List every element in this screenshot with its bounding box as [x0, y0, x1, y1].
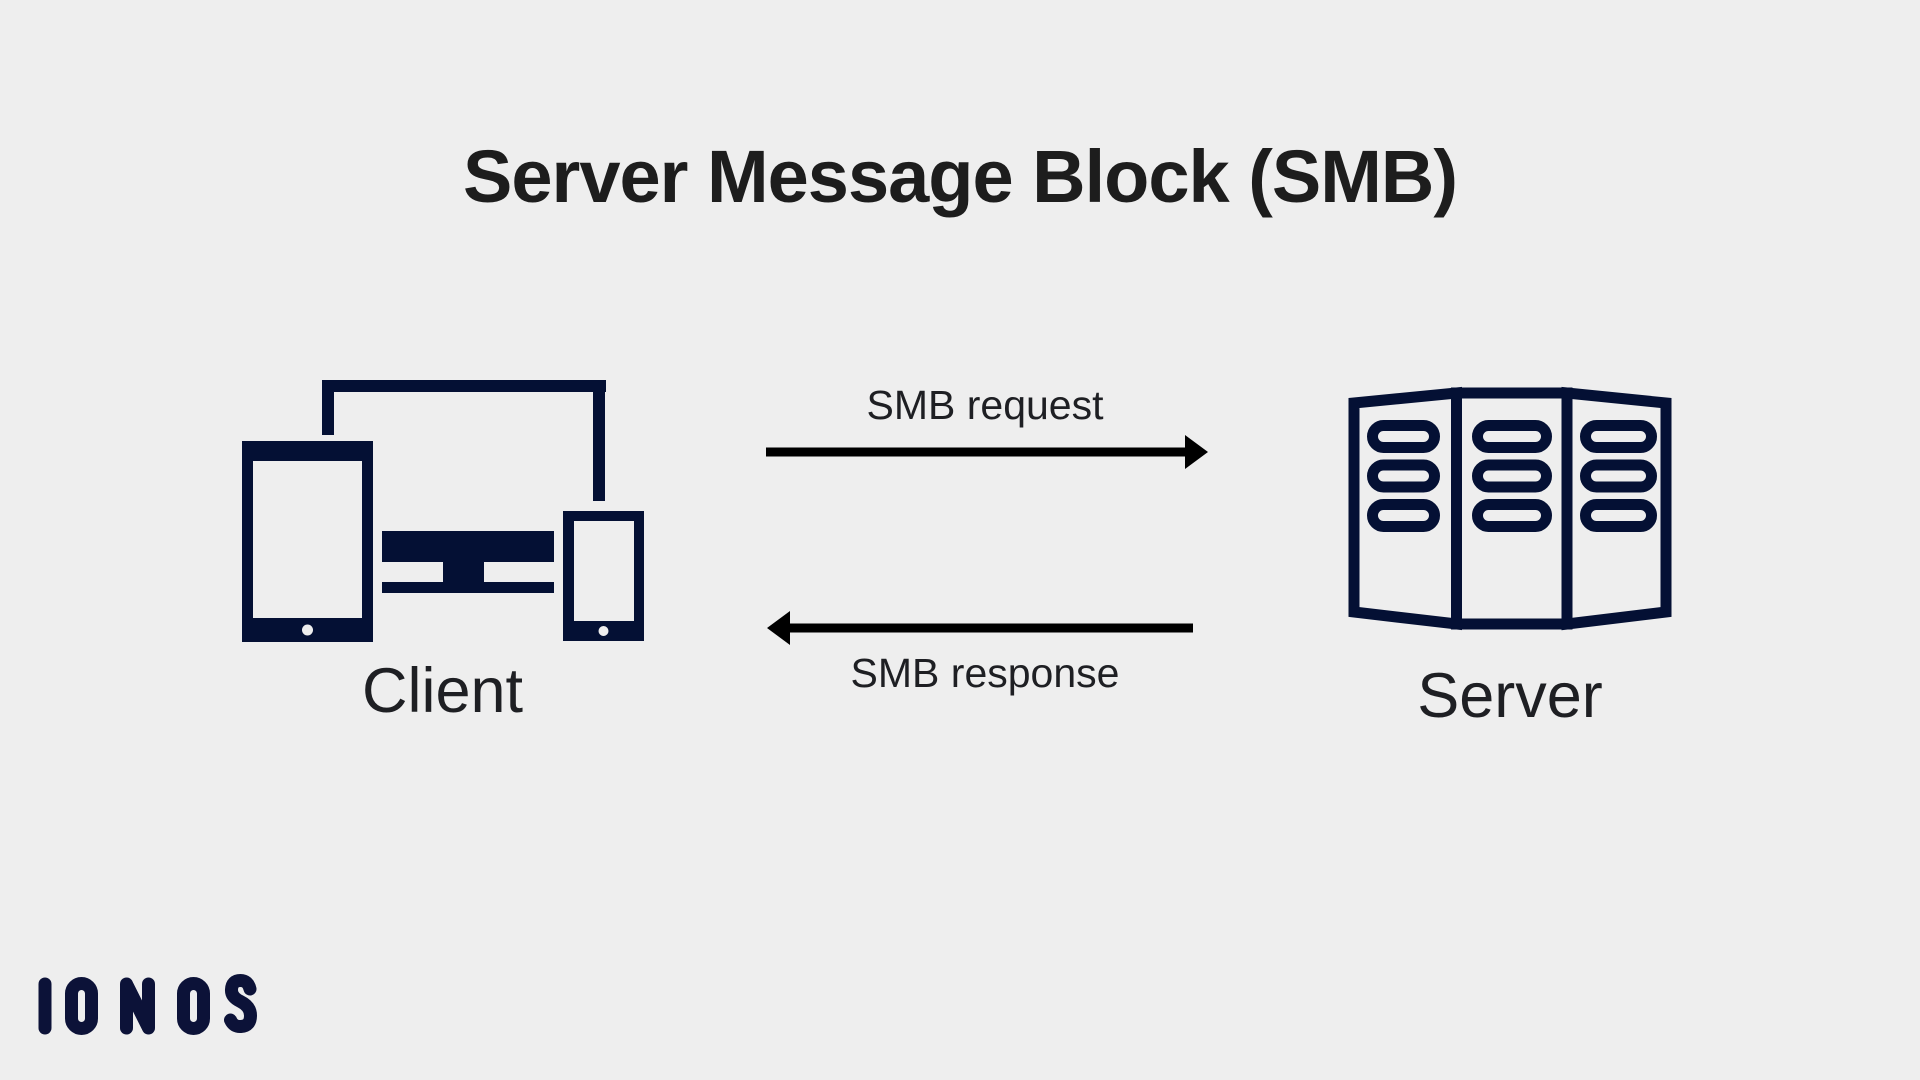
server-slots [1367, 420, 1657, 532]
server-icon [1348, 386, 1672, 631]
ionos-logo-text: IONOS [268, 970, 269, 971]
request-arrow-icon [766, 435, 1208, 469]
client-label: Client [361, 656, 524, 726]
monitor-icon [322, 380, 606, 593]
ionos-logo-icon [38, 973, 258, 1035]
smb-request-label: SMB request [866, 382, 1104, 428]
smb-response-label: SMB response [850, 650, 1120, 696]
server-cabinets [1348, 386, 1672, 631]
page-title: Server Message Block (SMB) [463, 134, 1458, 218]
tablet-icon [242, 441, 373, 642]
server-label: Server [1417, 661, 1603, 731]
client-devices-icon [242, 380, 644, 642]
response-arrow-icon [767, 611, 1193, 645]
ionos-logo: IONOS [36, 970, 268, 1042]
smartphone-icon [563, 511, 644, 641]
